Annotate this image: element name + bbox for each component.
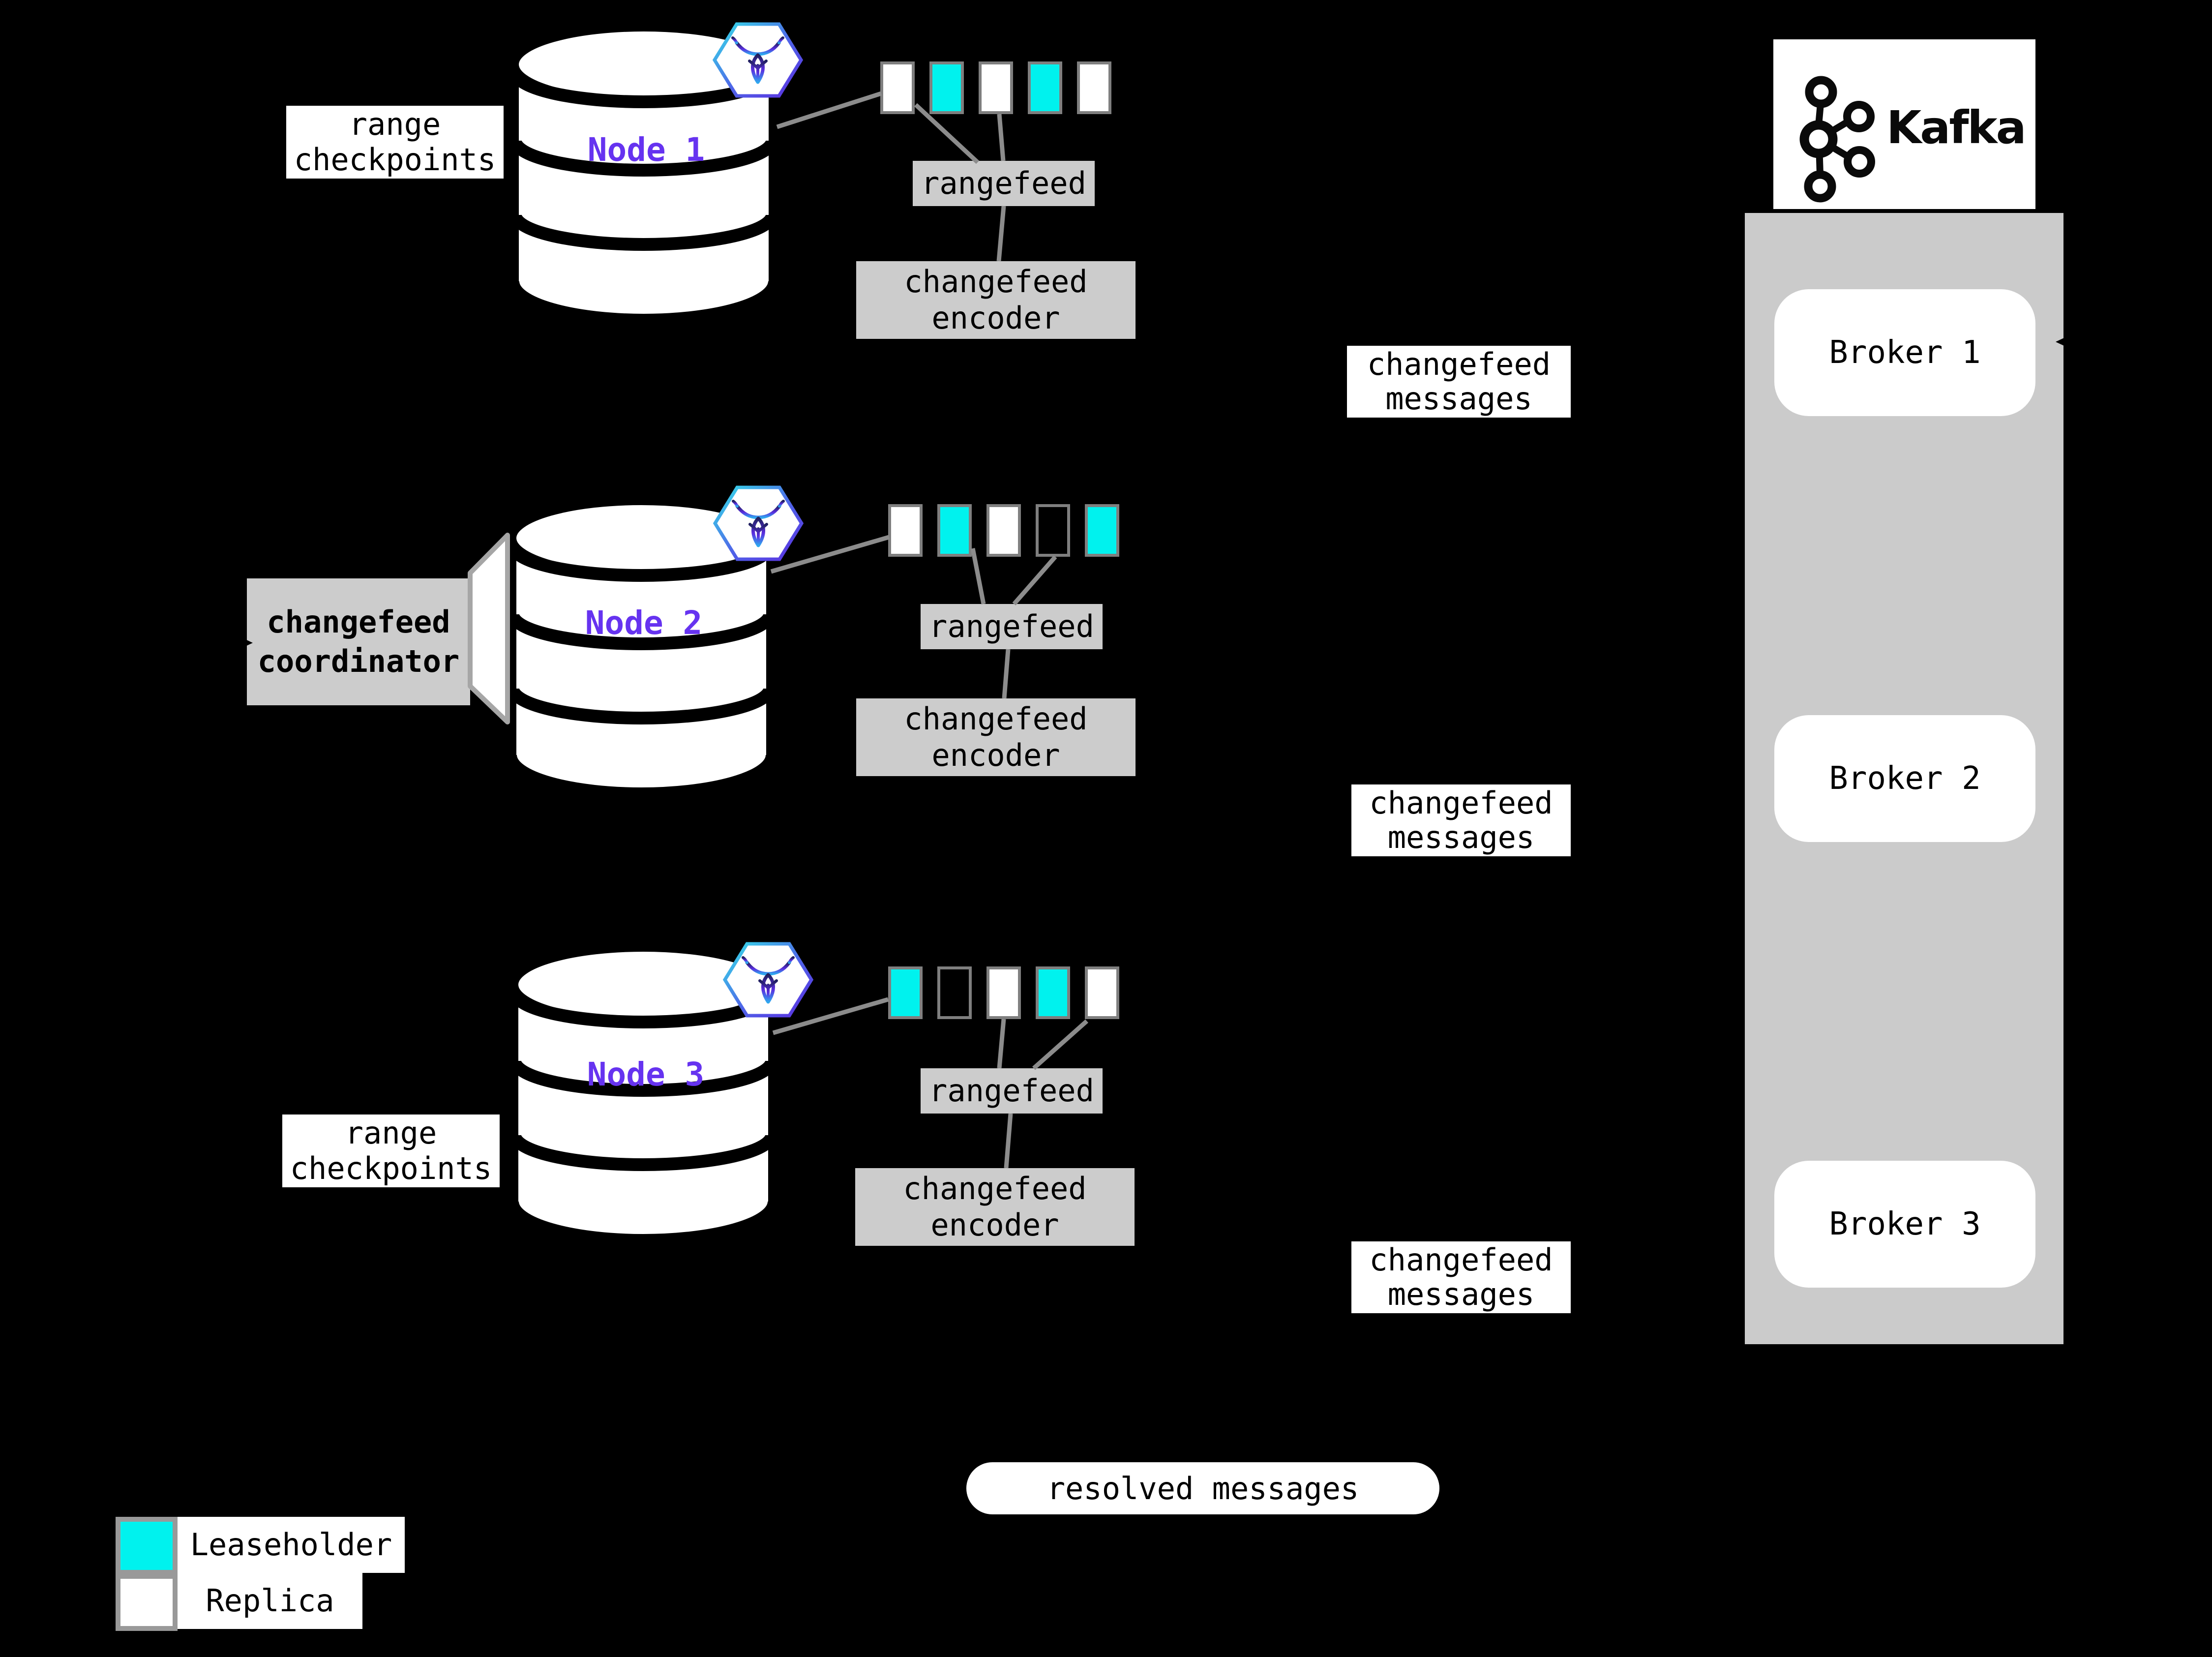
range-square-empty [1036, 504, 1070, 557]
node3-rangefeed-box: rangefeed [921, 1068, 1103, 1114]
kafka-title: Kafka [1886, 101, 2027, 154]
node1-label: Node 1 [587, 131, 705, 169]
range-square-empty [937, 966, 972, 1019]
range-square-replica [1077, 61, 1111, 114]
range-square-replica [986, 504, 1021, 557]
legend-replica-swatch [116, 1574, 178, 1631]
node2-changefeed-encoder-box: changefeed encoder [856, 698, 1136, 776]
range-checkpoints-label-3: range checkpoints [282, 1115, 500, 1187]
node1-range-squares [880, 61, 1111, 114]
node3-changefeed-encoder-box: changefeed encoder [855, 1168, 1135, 1246]
range-square-leaseholder [1085, 504, 1119, 557]
node2-range-squares [888, 504, 1119, 557]
changefeed-messages-label-1: changefeed messages [1347, 346, 1571, 418]
broker-2: Broker 2 [1774, 715, 2035, 842]
range-square-leaseholder [937, 504, 972, 557]
cockroachdb-icon [713, 485, 804, 561]
changefeed-messages-label-3: changefeed messages [1351, 1241, 1571, 1313]
range-square-leaseholder [1036, 966, 1070, 1019]
broker-3: Broker 3 [1774, 1161, 2035, 1288]
node3-database-cylinder [508, 945, 778, 1242]
range-square-leaseholder [929, 61, 964, 114]
node1-changefeed-encoder-box: changefeed encoder [856, 261, 1136, 339]
node2-rangefeed-box: rangefeed [921, 604, 1103, 649]
range-square-replica [979, 61, 1013, 114]
legend-leaseholder-swatch [116, 1517, 178, 1575]
range-square-leaseholder [888, 966, 923, 1019]
range-square-replica [986, 966, 1021, 1019]
range-checkpoints-label-1: range checkpoints [286, 106, 504, 179]
node1-rangefeed-box: rangefeed [913, 161, 1095, 206]
legend-leaseholder-label: Leaseholder [178, 1517, 405, 1573]
range-square-replica [1085, 966, 1119, 1019]
node3-label: Node 3 [587, 1055, 705, 1093]
range-square-replica [880, 61, 915, 114]
range-square-leaseholder [1028, 61, 1062, 114]
changefeed-messages-label-2: changefeed messages [1351, 784, 1571, 856]
node3-range-squares [888, 966, 1119, 1019]
legend-replica-label: Replica [178, 1573, 362, 1629]
node2-label: Node 2 [585, 604, 703, 642]
kafka-icon [1799, 76, 1875, 203]
cockroachdb-icon [722, 942, 814, 1018]
range-square-replica [888, 504, 923, 557]
node2-database-cylinder [507, 498, 776, 795]
cockroachdb-icon [712, 22, 804, 98]
broker-1: Broker 1 [1774, 289, 2035, 416]
resolved-messages-label: resolved messages [966, 1462, 1439, 1514]
changefeed-coordinator-box: changefeed coordinator [247, 578, 470, 705]
coordinator-flag-shape [468, 533, 510, 724]
